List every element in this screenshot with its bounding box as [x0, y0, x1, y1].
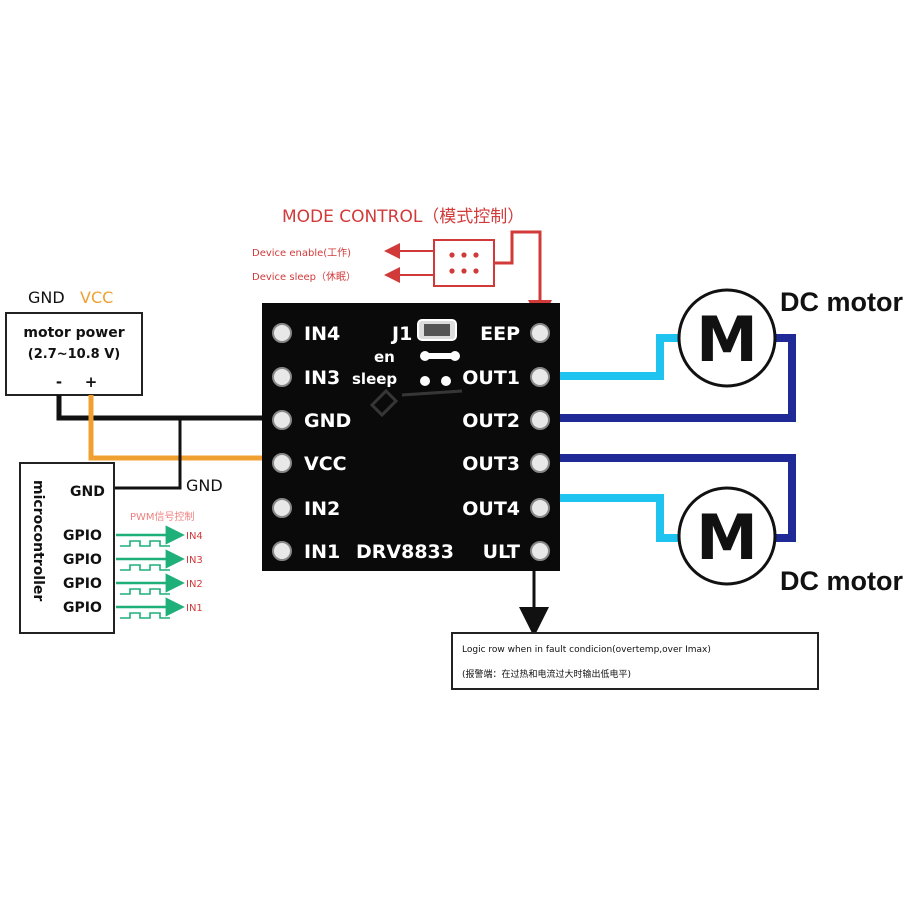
- pin-out3: OUT3: [462, 453, 520, 475]
- pin-in4: IN4: [304, 323, 340, 345]
- mode-control-title: MODE CONTROL（模式控制）: [282, 207, 524, 227]
- solder-pad-d: [441, 376, 451, 386]
- fault-note-line1: Logic row when in fault condicion(overte…: [462, 645, 711, 655]
- mode-jumper-box: [433, 239, 495, 287]
- gpio-signals: [116, 525, 185, 619]
- gpio-target-1: IN4: [186, 531, 203, 542]
- mcu-gnd-wire: [114, 418, 182, 490]
- left-pin-pads: [272, 323, 292, 561]
- motor-1-letter: M: [696, 303, 758, 376]
- mcu-gnd-wire-label: GND: [186, 476, 223, 495]
- pin-in2: IN2: [304, 498, 340, 520]
- pin-eep: EEP: [480, 323, 520, 345]
- power-plus: +: [85, 373, 98, 391]
- power-vcc-label: VCC: [80, 288, 113, 307]
- board-sleep-label: sleep: [352, 370, 397, 388]
- board-en-label: en: [374, 348, 395, 366]
- microcontroller-box: [19, 462, 115, 634]
- out1-wire-cyan: [556, 334, 686, 380]
- gpio-target-3: IN2: [186, 579, 203, 590]
- gpio-target-4: IN1: [186, 603, 203, 614]
- power-minus: -: [56, 373, 62, 391]
- motor-power-title: motor power: [23, 325, 124, 341]
- motor-2-letter: M: [696, 501, 758, 574]
- mcu-gpio-1: GPIO: [63, 528, 102, 544]
- right-pin-pads: [530, 323, 550, 561]
- mode-control-wire: [494, 230, 552, 324]
- out2-wire-navy: [556, 334, 796, 422]
- fault-note-line2: (报警端：在过热和电流过大时输出低电平): [462, 668, 631, 680]
- motor-2-body: [677, 486, 777, 586]
- drv8833-board: [262, 303, 560, 571]
- pin-in3: IN3: [304, 367, 340, 389]
- pin-in1: IN1: [304, 541, 340, 563]
- mcu-gpio-4: GPIO: [63, 600, 102, 616]
- pin-out1: OUT1: [462, 367, 520, 389]
- solder-pad-b: [450, 351, 460, 361]
- pin-out4: OUT4: [462, 498, 520, 520]
- device-sleep-label: Device sleep（休眠）: [252, 271, 356, 283]
- device-enable-label: Device enable(工作): [252, 247, 351, 259]
- pin-gnd: GND: [304, 410, 351, 432]
- board-watermark: [369, 388, 463, 418]
- solder-bridge: [425, 353, 455, 359]
- fault-note-box: [451, 632, 819, 690]
- out4-wire-cyan: [556, 494, 686, 542]
- power-gnd-label: GND: [28, 288, 65, 307]
- pin-out2: OUT2: [462, 410, 520, 432]
- gnd-wire-black: [56, 395, 278, 421]
- pwm-signal-label: PWM信号控制: [130, 510, 195, 523]
- vcc-wire-orange: [88, 395, 278, 461]
- gpio-target-2: IN3: [186, 555, 203, 566]
- motor-1-title: DC motor: [780, 287, 903, 317]
- out3-wire-navy: [556, 454, 796, 542]
- motor-power-range: (2.7~10.8 V): [28, 347, 120, 362]
- pin-vcc: VCC: [304, 453, 347, 475]
- mcu-gnd-pin: GND: [70, 484, 105, 500]
- mcu-gpio-2: GPIO: [63, 552, 102, 568]
- chip-label: DRV8833: [356, 541, 454, 563]
- microcontroller-label: microcontroller: [30, 480, 46, 601]
- solder-pad-c: [420, 376, 430, 386]
- motor-power-box: [5, 312, 143, 396]
- motor-1-body: [677, 288, 777, 388]
- mode-jumper-dots: [449, 252, 479, 274]
- mcu-gpio-3: GPIO: [63, 576, 102, 592]
- pin-ult: ULT: [483, 541, 520, 563]
- motor-2-title: DC motor: [780, 566, 903, 596]
- jumper-j1-label: J1: [390, 323, 412, 345]
- jumper-j1-cap: [424, 324, 450, 336]
